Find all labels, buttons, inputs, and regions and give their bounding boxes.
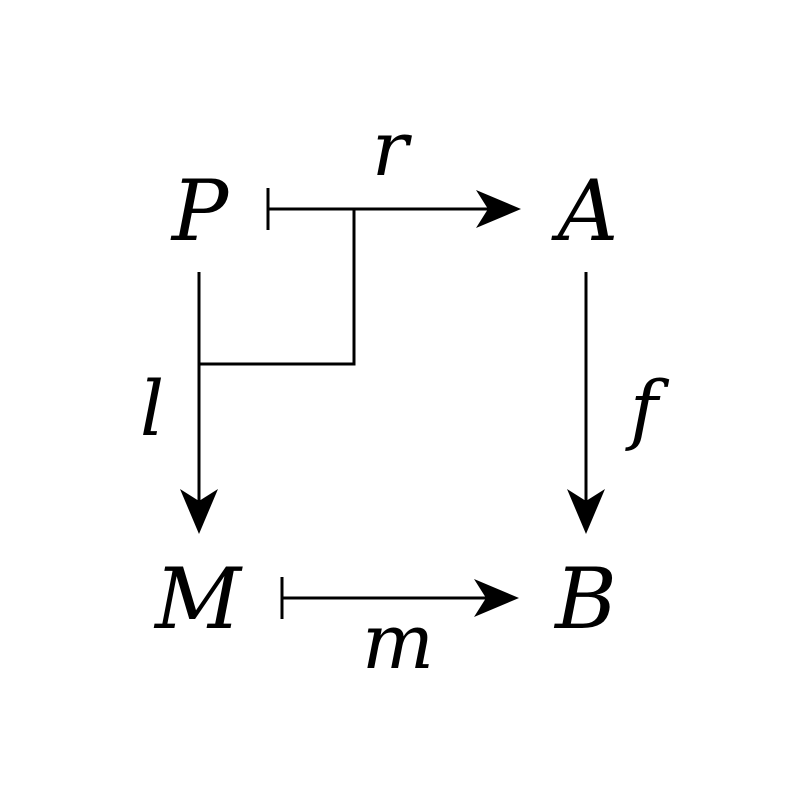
arrow-r-label: r [372,104,413,193]
arrow-f-head [567,489,605,534]
node-a: A [551,162,619,260]
pullback-corner-mark [199,209,356,366]
arrow-l-head [180,489,218,534]
arrow-m-head [474,579,519,617]
arrow-m-label: m [362,597,434,686]
arrow-l [180,272,218,534]
arrow-r [266,188,521,230]
arrow-r-head [476,190,521,228]
arrow-f [567,272,605,534]
node-b: B [553,550,617,648]
arrow-m [280,577,519,619]
arrow-f-label: f [625,364,670,453]
arrow-l-label: l [140,364,164,453]
node-p: P [170,162,230,260]
node-m: M [153,550,243,648]
